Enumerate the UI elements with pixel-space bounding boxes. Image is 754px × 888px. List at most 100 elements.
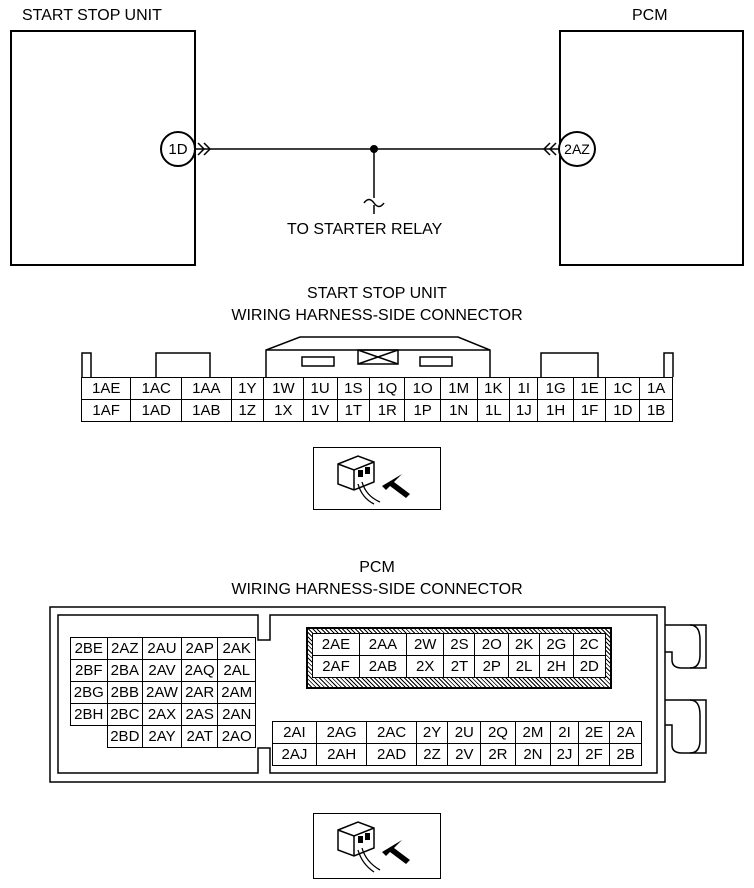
- ssu-pin: 1F: [572, 399, 607, 422]
- pcm-pin: 2M: [514, 721, 552, 744]
- pin-1d-circle: 1D: [160, 131, 196, 167]
- ssu-pin: 1Z: [230, 399, 265, 422]
- pcm-pin: 2AY: [142, 725, 182, 748]
- pcm-pin: 2U: [447, 721, 482, 744]
- pcm-pin: 2AE: [312, 633, 360, 656]
- pcm-pin: 2R: [480, 743, 516, 766]
- ssu-pin: 1AF: [80, 399, 132, 422]
- pcm-pin: 2AB: [358, 655, 407, 678]
- pcm-pin: 2BC: [106, 703, 144, 726]
- pcm-pin: 2W: [405, 633, 445, 656]
- pcm-pin: 2BG: [70, 681, 108, 704]
- pcm-pin: 2AD: [366, 743, 417, 766]
- pcm-pin: 2AC: [366, 721, 417, 744]
- pcm-pin: 2Q: [480, 721, 516, 744]
- pcm-pin: 2AK: [217, 637, 256, 660]
- ssu-pin: 1M: [439, 377, 478, 400]
- pcm-pin: 2A: [609, 721, 642, 744]
- pcm-pin: 2AH: [315, 743, 368, 766]
- pcm-pin: 2AZ: [106, 637, 144, 660]
- ssu-row-top: 1AE 1AC 1AA 1Y 1W 1U 1S 1Q 1O 1M 1K 1I 1…: [80, 377, 673, 400]
- ssu-pin: 1U: [302, 377, 338, 400]
- pcm-pin: 2K: [508, 633, 541, 656]
- ssu-pin: 1A: [639, 377, 673, 400]
- ssu-pin: 1AE: [80, 377, 132, 400]
- pcm-label: PCM: [632, 7, 668, 24]
- pcm-pin: 2AP: [180, 637, 219, 660]
- ssu-pin: 1D: [605, 399, 641, 422]
- pcm-pin: 2AL: [217, 659, 256, 682]
- connector-view-icon: [313, 813, 441, 879]
- ssu-pin: 1B: [639, 399, 673, 422]
- pcm-pin-empty: [71, 726, 108, 748]
- ssu-pin: 1AA: [181, 377, 232, 400]
- ssu-pin: 1W: [263, 377, 304, 400]
- pcm-pin: 2AW: [142, 681, 182, 704]
- pcm-pin: 2D: [572, 655, 607, 678]
- ssu-pin: 1AC: [130, 377, 183, 400]
- branch-label: TO STARTER RELAY: [287, 221, 443, 238]
- ssu-pin: 1Q: [369, 377, 406, 400]
- ssu-pin: 1N: [439, 399, 478, 422]
- pcm-connector-title-1: PCM: [359, 559, 395, 576]
- pcm-pin: 2BA: [106, 659, 144, 682]
- pcm-pin: 2Y: [415, 721, 449, 744]
- ssu-pin: 1AB: [181, 399, 232, 422]
- pcm-pin: 2L: [508, 655, 541, 678]
- ssu-pin: 1J: [509, 399, 539, 422]
- pcm-pin: 2I: [550, 721, 579, 744]
- pcm-pin: 2AQ: [180, 659, 219, 682]
- ssu-connector-title-1: START STOP UNIT: [307, 285, 447, 302]
- ssu-pin: 1K: [476, 377, 511, 400]
- ssu-pin: 1L: [476, 399, 511, 422]
- pcm-pin: 2BH: [70, 703, 108, 726]
- pcm-pin: 2AT: [180, 725, 219, 748]
- pcm-pin: 2E: [577, 721, 611, 744]
- pcm-pin: 2BB: [106, 681, 144, 704]
- ssu-pin: 1S: [336, 377, 371, 400]
- pin-2az-circle: 2AZ: [558, 131, 596, 167]
- ssu-pin: 1T: [336, 399, 371, 422]
- ssu-pin: 1AD: [130, 399, 183, 422]
- pcm-pin: 2P: [474, 655, 510, 678]
- pcm-pin: 2AM: [217, 681, 256, 704]
- pcm-pin: 2S: [443, 633, 476, 656]
- ssu-pin: 1E: [572, 377, 607, 400]
- pcm-pin: 2AU: [142, 637, 182, 660]
- pcm-pin: 2H: [539, 655, 574, 678]
- pcm-pin: 2BF: [70, 659, 108, 682]
- pcm-pin: 2AA: [358, 633, 407, 656]
- pcm-pin: 2AV: [142, 659, 182, 682]
- pcm-pin: 2AN: [217, 703, 256, 726]
- pcm-pin: 2O: [474, 633, 510, 656]
- pcm-pin: 2AO: [217, 725, 256, 748]
- pcm-connector-title-2: WIRING HARNESS-SIDE CONNECTOR: [231, 581, 523, 598]
- ssu-connector-grid: 1AE 1AC 1AA 1Y 1W 1U 1S 1Q 1O 1M 1K 1I 1…: [80, 377, 673, 422]
- pcm-pin: 2Z: [415, 743, 449, 766]
- pcm-pin: 2J: [550, 743, 579, 766]
- ssu-pin: 1R: [369, 399, 406, 422]
- pcm-pin: 2G: [539, 633, 574, 656]
- ssu-connector-title-2: WIRING HARNESS-SIDE CONNECTOR: [231, 307, 523, 324]
- pcm-pin: 2BE: [70, 637, 108, 660]
- connector-view-icon: [313, 447, 441, 510]
- ssu-pin: 1P: [404, 399, 441, 422]
- pcm-pin: 2AX: [142, 703, 182, 726]
- ssu-pin: 1V: [302, 399, 338, 422]
- ssu-pin: 1O: [404, 377, 441, 400]
- pcm-pin: 2F: [577, 743, 611, 766]
- pcm-pin: 2N: [514, 743, 552, 766]
- ssu-pin: 1X: [263, 399, 304, 422]
- ssu-row-bottom: 1AF 1AD 1AB 1Z 1X 1V 1T 1R 1P 1N 1L 1J 1…: [80, 399, 673, 422]
- pcm-pin: 2X: [405, 655, 445, 678]
